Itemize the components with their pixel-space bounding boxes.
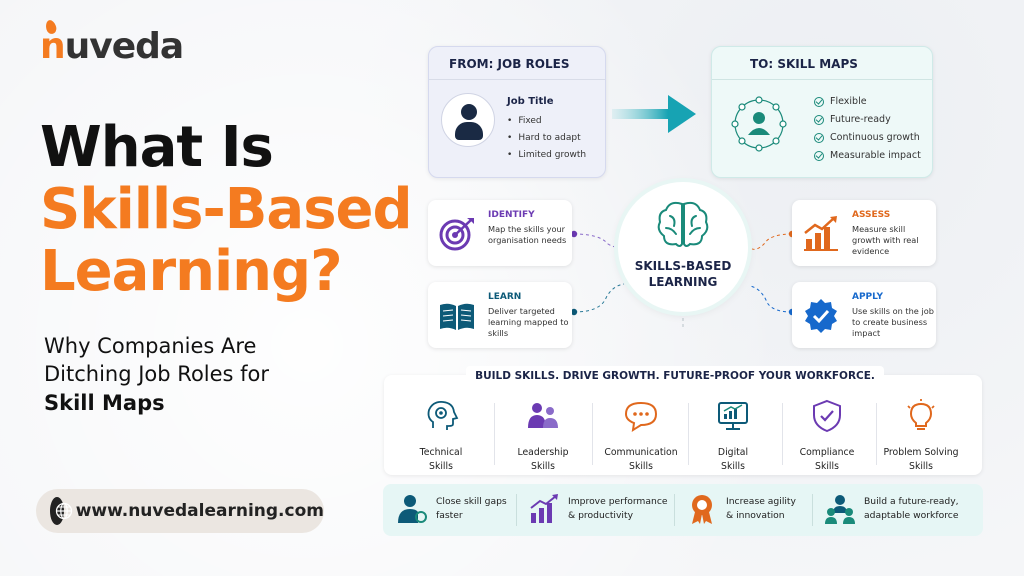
from-job-roles-card: FROM: JOB ROLES Job Title Fixed Hard to … [428,46,606,178]
learn-description: Deliver targeted learning mapped to skil… [488,306,569,338]
list-item: Continuous growth [814,132,921,143]
assess-description: Measure skill growth with real evidence [852,224,919,256]
right-arrow-icon [612,95,696,133]
hub-title-line-2: LEARNING [648,275,718,290]
hub-title-line-1: SKILLS-BASED [634,259,732,273]
identify-title: IDENTIFY [488,210,535,220]
assess-title: ASSESS [852,210,891,220]
verified-badge-icon [805,299,837,333]
assess-step-card: ASSESS Measure skill growth with real ev… [792,200,936,266]
to-skill-maps-card: TO: SKILL MAPS Flexible Future-ready Con… [711,46,933,178]
headline: What Is Skills-Based Learning? [40,115,413,304]
website-link[interactable]: www.nuvedalearning.com [36,489,324,533]
list-item: Future-ready [814,114,921,125]
shield-check-icon [813,399,841,433]
website-url: www.nuvedalearning.com [75,501,324,521]
skill-network-icon [731,96,787,152]
identify-step-card: IDENTIFY Map the skills your organisatio… [428,200,572,266]
apply-step-card: APPLY Use skills on the job to create bu… [792,282,936,348]
list-item: Flexible [814,96,921,107]
check-icon [814,96,824,107]
headline-line-1: What Is [40,115,274,180]
list-item: Measurable impact [814,150,921,161]
skills-based-learning-hub: SKILLS-BASED LEARNING [618,182,748,312]
bar-growth-icon [530,494,558,523]
check-icon [814,114,824,125]
job-role-points: Fixed Hard to adapt Limited growth [507,116,586,167]
list-item: Limited growth [507,150,586,160]
headline-line-2: Skills-Based [40,177,413,242]
target-icon [439,218,474,251]
check-icon [814,150,824,161]
person-icon [441,93,495,147]
list-item: Fixed [507,116,586,126]
subheading: Why Companies Are Ditching Job Roles for… [44,334,270,415]
skills-band-title: BUILD SKILLS. DRIVE GROWTH. FUTURE-PROOF… [466,366,884,386]
award-badge-icon [692,495,712,524]
brain-gear-icon [427,401,459,430]
people-icon [528,403,558,428]
growth-chart-icon [804,216,838,251]
check-icon [814,132,824,143]
outcome-future-ready: Build a future-ready,adaptable workforce [824,493,959,525]
lightbulb-icon [907,399,935,430]
person-gear-icon [398,495,427,523]
speech-bubble-icon [624,401,658,432]
from-card-title: FROM: JOB ROLES [449,57,570,71]
monitor-chart-icon [718,402,748,430]
headline-line-3: Learning? [40,239,343,304]
outcome-performance: Improve performance& productivity [528,493,668,525]
to-card-title: TO: SKILL MAPS [750,57,858,71]
brain-icon [657,201,709,247]
skills-band [384,375,982,475]
identify-description: Map the skills your organisation needs [488,224,567,245]
outcomes-band [383,484,983,536]
list-item: Hard to adapt [507,133,586,143]
skill-map-points: Flexible Future-ready Continuous growth … [814,96,921,168]
outcome-agility: Increase agility& innovation [686,493,796,525]
apply-title: APPLY [852,292,884,302]
learn-step-card: LEARN Deliver targeted learning mapped t… [428,282,572,348]
team-icon [825,495,855,524]
globe-icon [50,497,73,525]
apply-description: Use skills on the job to create business… [852,306,934,338]
open-book-icon [440,303,474,330]
learn-title: LEARN [488,292,522,302]
job-title-label: Job Title [507,96,554,107]
nuveda-logo: nuveda [40,18,184,67]
